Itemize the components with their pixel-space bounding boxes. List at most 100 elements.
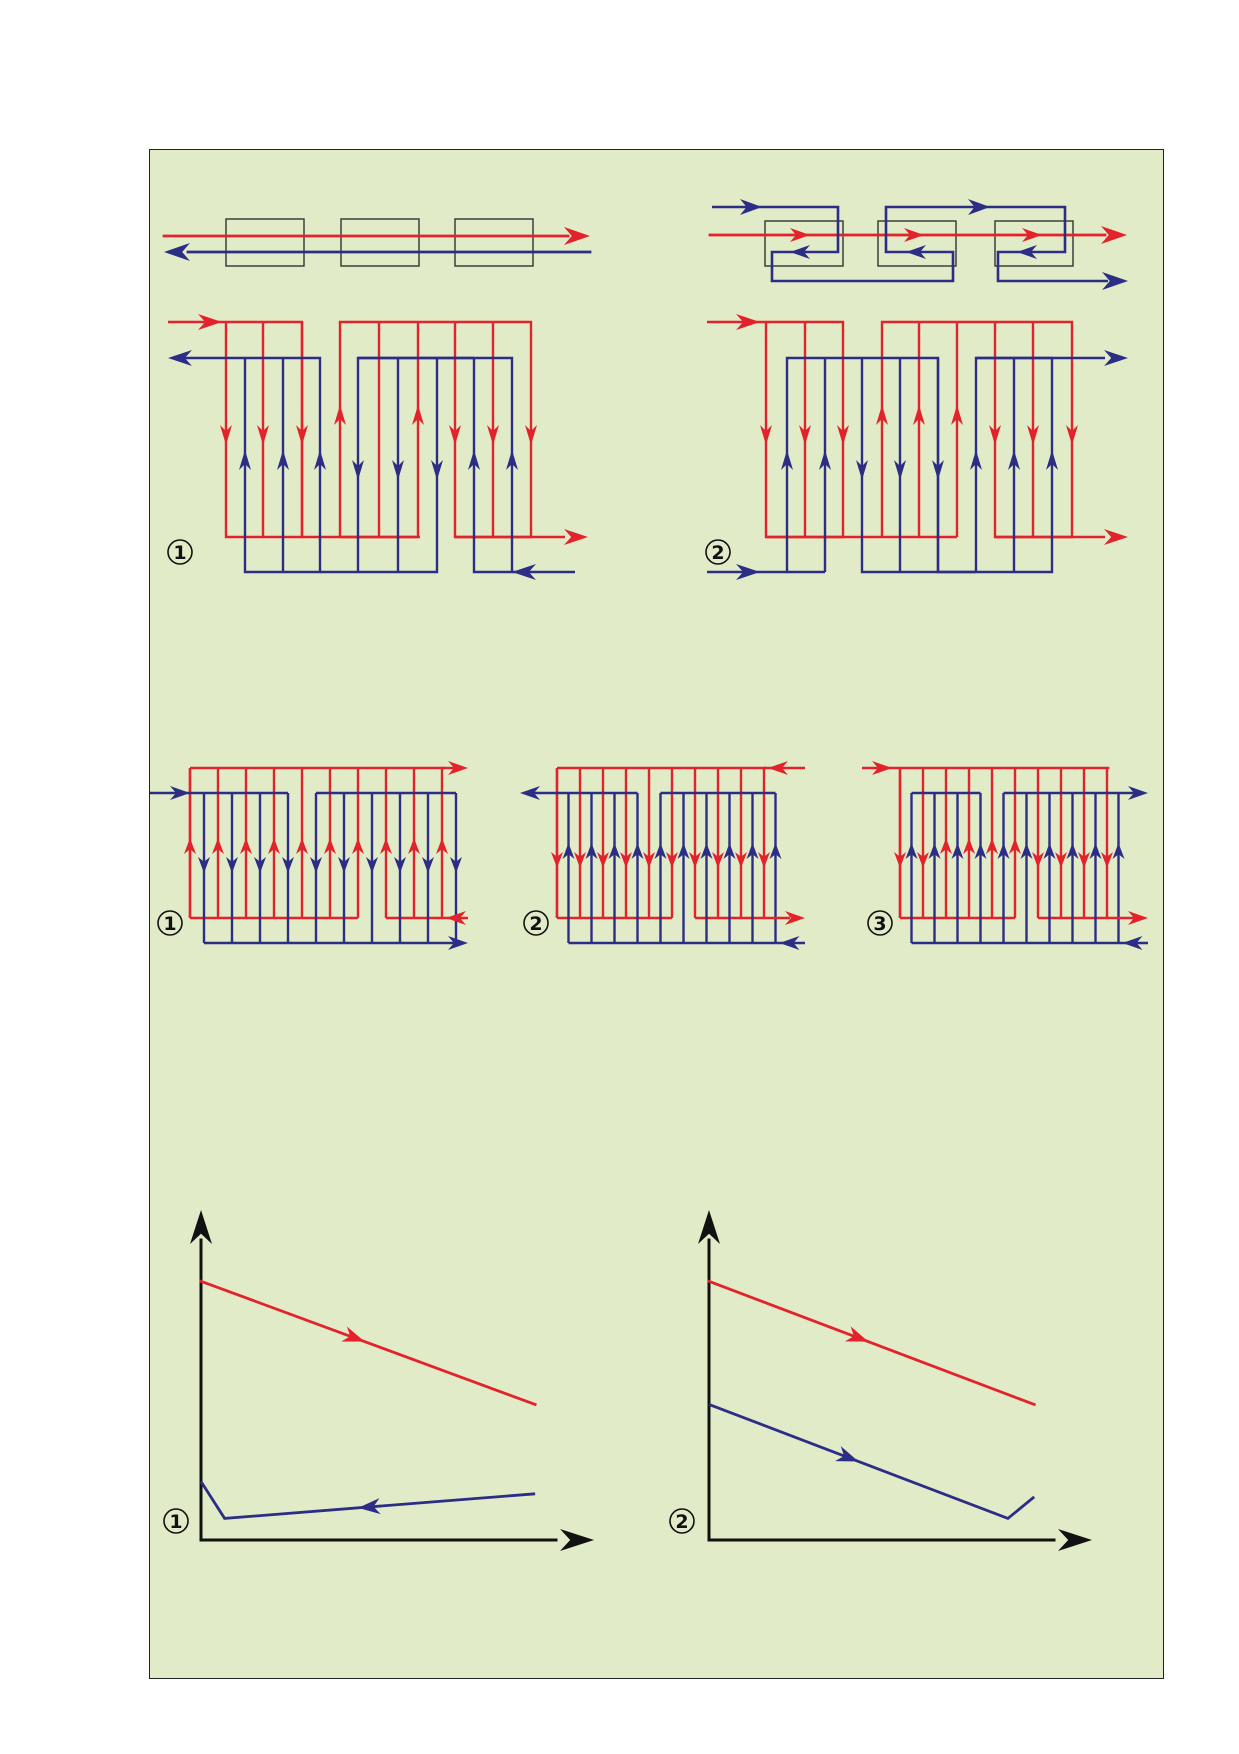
flow-arrow-15 bbox=[928, 843, 941, 859]
flow-arrow-4 bbox=[551, 852, 563, 868]
flow-arrow-11 bbox=[1055, 852, 1067, 868]
flow-arrow-17 bbox=[631, 843, 644, 859]
flow-arrow-10 bbox=[989, 425, 1001, 445]
cold-line-arrow bbox=[358, 1498, 381, 1515]
flow-arrow-8 bbox=[913, 405, 925, 425]
flow-arrow-23 bbox=[1112, 843, 1125, 859]
flow-arrow-17 bbox=[282, 857, 294, 873]
cold-inlet-arrow bbox=[740, 199, 762, 215]
circled-label-mid-2: 2 bbox=[523, 910, 549, 936]
cold-header-1 bbox=[185, 356, 322, 574]
simple-counterflow-diagram bbox=[162, 218, 592, 267]
flow-arrow-16 bbox=[894, 460, 906, 480]
flow-arrow-11 bbox=[525, 425, 537, 445]
flow-arrow-13 bbox=[781, 450, 793, 470]
hot-inner-arrow-1 bbox=[790, 228, 810, 242]
cold-top-arrow bbox=[968, 199, 990, 215]
flow-arrow-14 bbox=[819, 450, 831, 470]
flow-arrow-10 bbox=[352, 838, 364, 854]
flow-arrow-0 bbox=[768, 761, 788, 775]
flow-arrow-8 bbox=[986, 838, 998, 854]
flow-arrow-16 bbox=[392, 460, 404, 480]
cold-stream-arrow bbox=[164, 243, 190, 261]
flow-arrow-20 bbox=[1043, 843, 1056, 859]
circled-label-graph-2: 2 bbox=[669, 1508, 695, 1534]
flow-arrow-9 bbox=[324, 838, 336, 854]
flow-arrow-6 bbox=[837, 425, 849, 445]
pass-line-0 bbox=[707, 320, 845, 539]
flow-arrow-18 bbox=[310, 857, 322, 873]
y-axis-arrowhead bbox=[698, 1210, 720, 1244]
hot-temperature-line bbox=[707, 1279, 1037, 1407]
flow-arrow-2 bbox=[520, 786, 540, 800]
pass-line-13 bbox=[936, 356, 1054, 574]
flow-arrow-19 bbox=[506, 450, 518, 470]
flow-arrow-7 bbox=[963, 838, 975, 854]
shell-box-3 bbox=[454, 218, 534, 267]
shell-box-1 bbox=[764, 220, 844, 267]
flow-arrow-15 bbox=[226, 857, 238, 873]
flow-arrow-21 bbox=[394, 857, 406, 873]
shell-box-2 bbox=[340, 218, 420, 267]
cold-temperature-line bbox=[199, 1480, 536, 1520]
flow-arrow-11 bbox=[1027, 425, 1039, 445]
flow-arrow-6 bbox=[240, 838, 252, 854]
flow-arrow-7 bbox=[268, 838, 280, 854]
flow-arrow-1 bbox=[446, 911, 466, 925]
flow-arrow-5 bbox=[574, 852, 586, 868]
flow-arrow-6 bbox=[296, 425, 308, 445]
flow-arrow-19 bbox=[1020, 843, 1033, 859]
flow-arrow-12 bbox=[1066, 425, 1078, 445]
flow-arrow-11 bbox=[712, 852, 724, 868]
flow-arrow-0 bbox=[736, 314, 760, 330]
flow-arrow-19 bbox=[677, 843, 690, 859]
flow-arrow-13 bbox=[1101, 852, 1113, 868]
flow-arrow-3 bbox=[448, 936, 468, 950]
flow-arrow-22 bbox=[1089, 843, 1102, 859]
flow-arrow-10 bbox=[689, 852, 701, 868]
multi-shell-diagram bbox=[708, 199, 1128, 290]
flow-arrow-4 bbox=[184, 838, 196, 854]
flow-arrow-7 bbox=[334, 405, 346, 425]
shell-box-3 bbox=[994, 220, 1074, 267]
flow-arrow-13 bbox=[436, 838, 448, 854]
hot-temperature-line bbox=[199, 1279, 537, 1407]
flow-arrow-5 bbox=[799, 425, 811, 445]
pass-arrangement-2 bbox=[520, 761, 805, 950]
flow-arrow-18 bbox=[468, 450, 480, 470]
y-axis-arrowhead bbox=[190, 1210, 212, 1244]
flow-arrow-15 bbox=[352, 460, 364, 480]
flow-arrow-12 bbox=[735, 852, 747, 868]
flow-arrow-2 bbox=[1128, 786, 1148, 800]
flow-arrow-0 bbox=[872, 761, 892, 775]
svg-text:3: 3 bbox=[873, 913, 886, 935]
cold-temperature-line bbox=[708, 1403, 1036, 1521]
flow-arrow-14 bbox=[562, 843, 575, 859]
flow-arrow-3 bbox=[1104, 350, 1128, 366]
flow-arrow-7 bbox=[620, 852, 632, 868]
flow-arrow-5 bbox=[917, 852, 929, 868]
cold-inlet-arrow bbox=[512, 564, 536, 580]
flow-arrow-20 bbox=[366, 857, 378, 873]
hot-inlet-arrow bbox=[198, 314, 222, 330]
pass-arrangement-1 bbox=[150, 761, 468, 950]
flow-arrow-4 bbox=[220, 425, 232, 445]
svg-text:1: 1 bbox=[163, 913, 176, 935]
svg-text:2: 2 bbox=[711, 542, 724, 564]
hot-stream-arrow bbox=[1101, 226, 1127, 244]
x-axis-arrowhead bbox=[560, 1529, 594, 1551]
flow-arrow-5 bbox=[212, 838, 224, 854]
hot-header-2 bbox=[338, 320, 533, 539]
temperature-profile-graph-1 bbox=[190, 1210, 594, 1551]
x-axis-arrowhead bbox=[1058, 1529, 1092, 1551]
flow-arrow-12 bbox=[1078, 852, 1090, 868]
flow-arrow-3 bbox=[1122, 936, 1143, 950]
flow-arrow-19 bbox=[338, 857, 350, 873]
hot-stream-arrow bbox=[564, 227, 590, 245]
pass-arrangement-3 bbox=[862, 761, 1148, 950]
flow-arrow-23 bbox=[450, 857, 462, 873]
cold-back-arrow-1 bbox=[790, 245, 810, 259]
flow-arrow-1 bbox=[1104, 529, 1128, 545]
flow-arrow-8 bbox=[412, 405, 424, 425]
